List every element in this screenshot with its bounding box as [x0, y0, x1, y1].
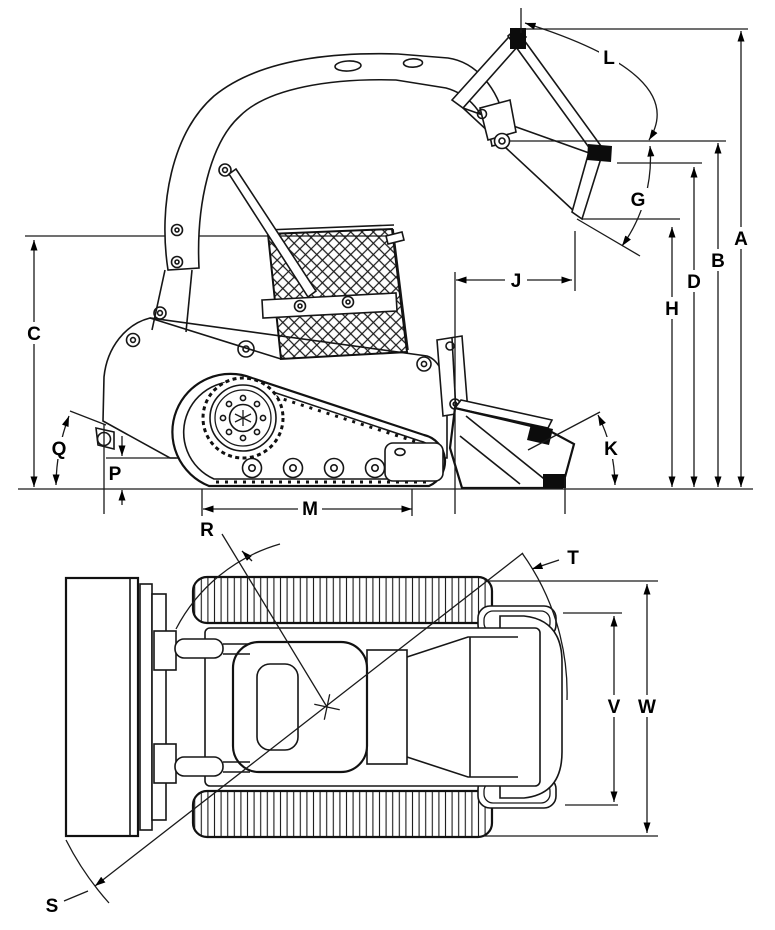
dim-label-l: L: [603, 48, 615, 69]
dim-R-arc: [175, 543, 281, 630]
blade-bracket-top: [153, 630, 177, 671]
engine-deck: [366, 649, 408, 765]
dim-L-arc: [524, 22, 658, 141]
dim-label-k: K: [604, 439, 618, 460]
side-view: [18, 8, 753, 516]
center-mark: [314, 694, 340, 720]
dim-label-d: D: [687, 272, 701, 293]
blade-arm-bottom: [174, 756, 224, 777]
spill-edge-block-raised: [510, 28, 526, 49]
cutting-edge-block: [543, 474, 566, 488]
dim-label-t: T: [567, 548, 579, 569]
dim-S-arc: [65, 839, 110, 904]
top-view: [63, 533, 658, 904]
dim-label-b: B: [711, 251, 725, 272]
dim-S-leader: [63, 890, 89, 902]
dim-label-q: Q: [52, 439, 67, 460]
blade-bracket-bottom: [153, 743, 177, 784]
grab-handle: [385, 231, 405, 245]
dim-T-leader: [531, 559, 560, 570]
cab-mesh-screen: [261, 224, 409, 361]
track-side: [171, 372, 447, 488]
dim-label-a: A: [734, 229, 748, 250]
dim-label-w: W: [638, 697, 656, 718]
dim-label-h: H: [665, 299, 679, 320]
dim-label-j: J: [511, 271, 522, 292]
track-bottom: [191, 789, 494, 839]
dim-T-arc: [521, 552, 568, 701]
cab-rear-edge: [392, 228, 409, 351]
side-view-dimensions: [30, 8, 748, 516]
tilt-cylinder: [227, 167, 318, 299]
dim-label-m: M: [302, 499, 318, 520]
blade-arm-top: [174, 638, 224, 659]
front-blade: [64, 576, 140, 838]
dim-label-c: C: [27, 324, 41, 345]
dim-label-p: P: [109, 464, 122, 485]
drive-sprocket: [201, 376, 285, 460]
swing-diagonal-line: [94, 552, 524, 887]
dim-label-r: R: [200, 520, 214, 541]
dimension-labels: A B C D G H J K L M P Q R S T V W: [24, 46, 751, 917]
machine-top-drawing: [64, 575, 563, 839]
dim-label-g: G: [631, 190, 646, 211]
machine-side-drawing: [95, 27, 612, 490]
cutting-edge-block-raised: [587, 144, 612, 162]
dim-R-radius-line: [221, 533, 328, 708]
dim-label-v: V: [608, 697, 621, 718]
seat-top: [256, 663, 299, 751]
bucket-raised: [450, 27, 612, 221]
bucket-ground: [436, 335, 576, 490]
track-top: [191, 575, 494, 625]
dim-label-s: S: [46, 896, 59, 917]
